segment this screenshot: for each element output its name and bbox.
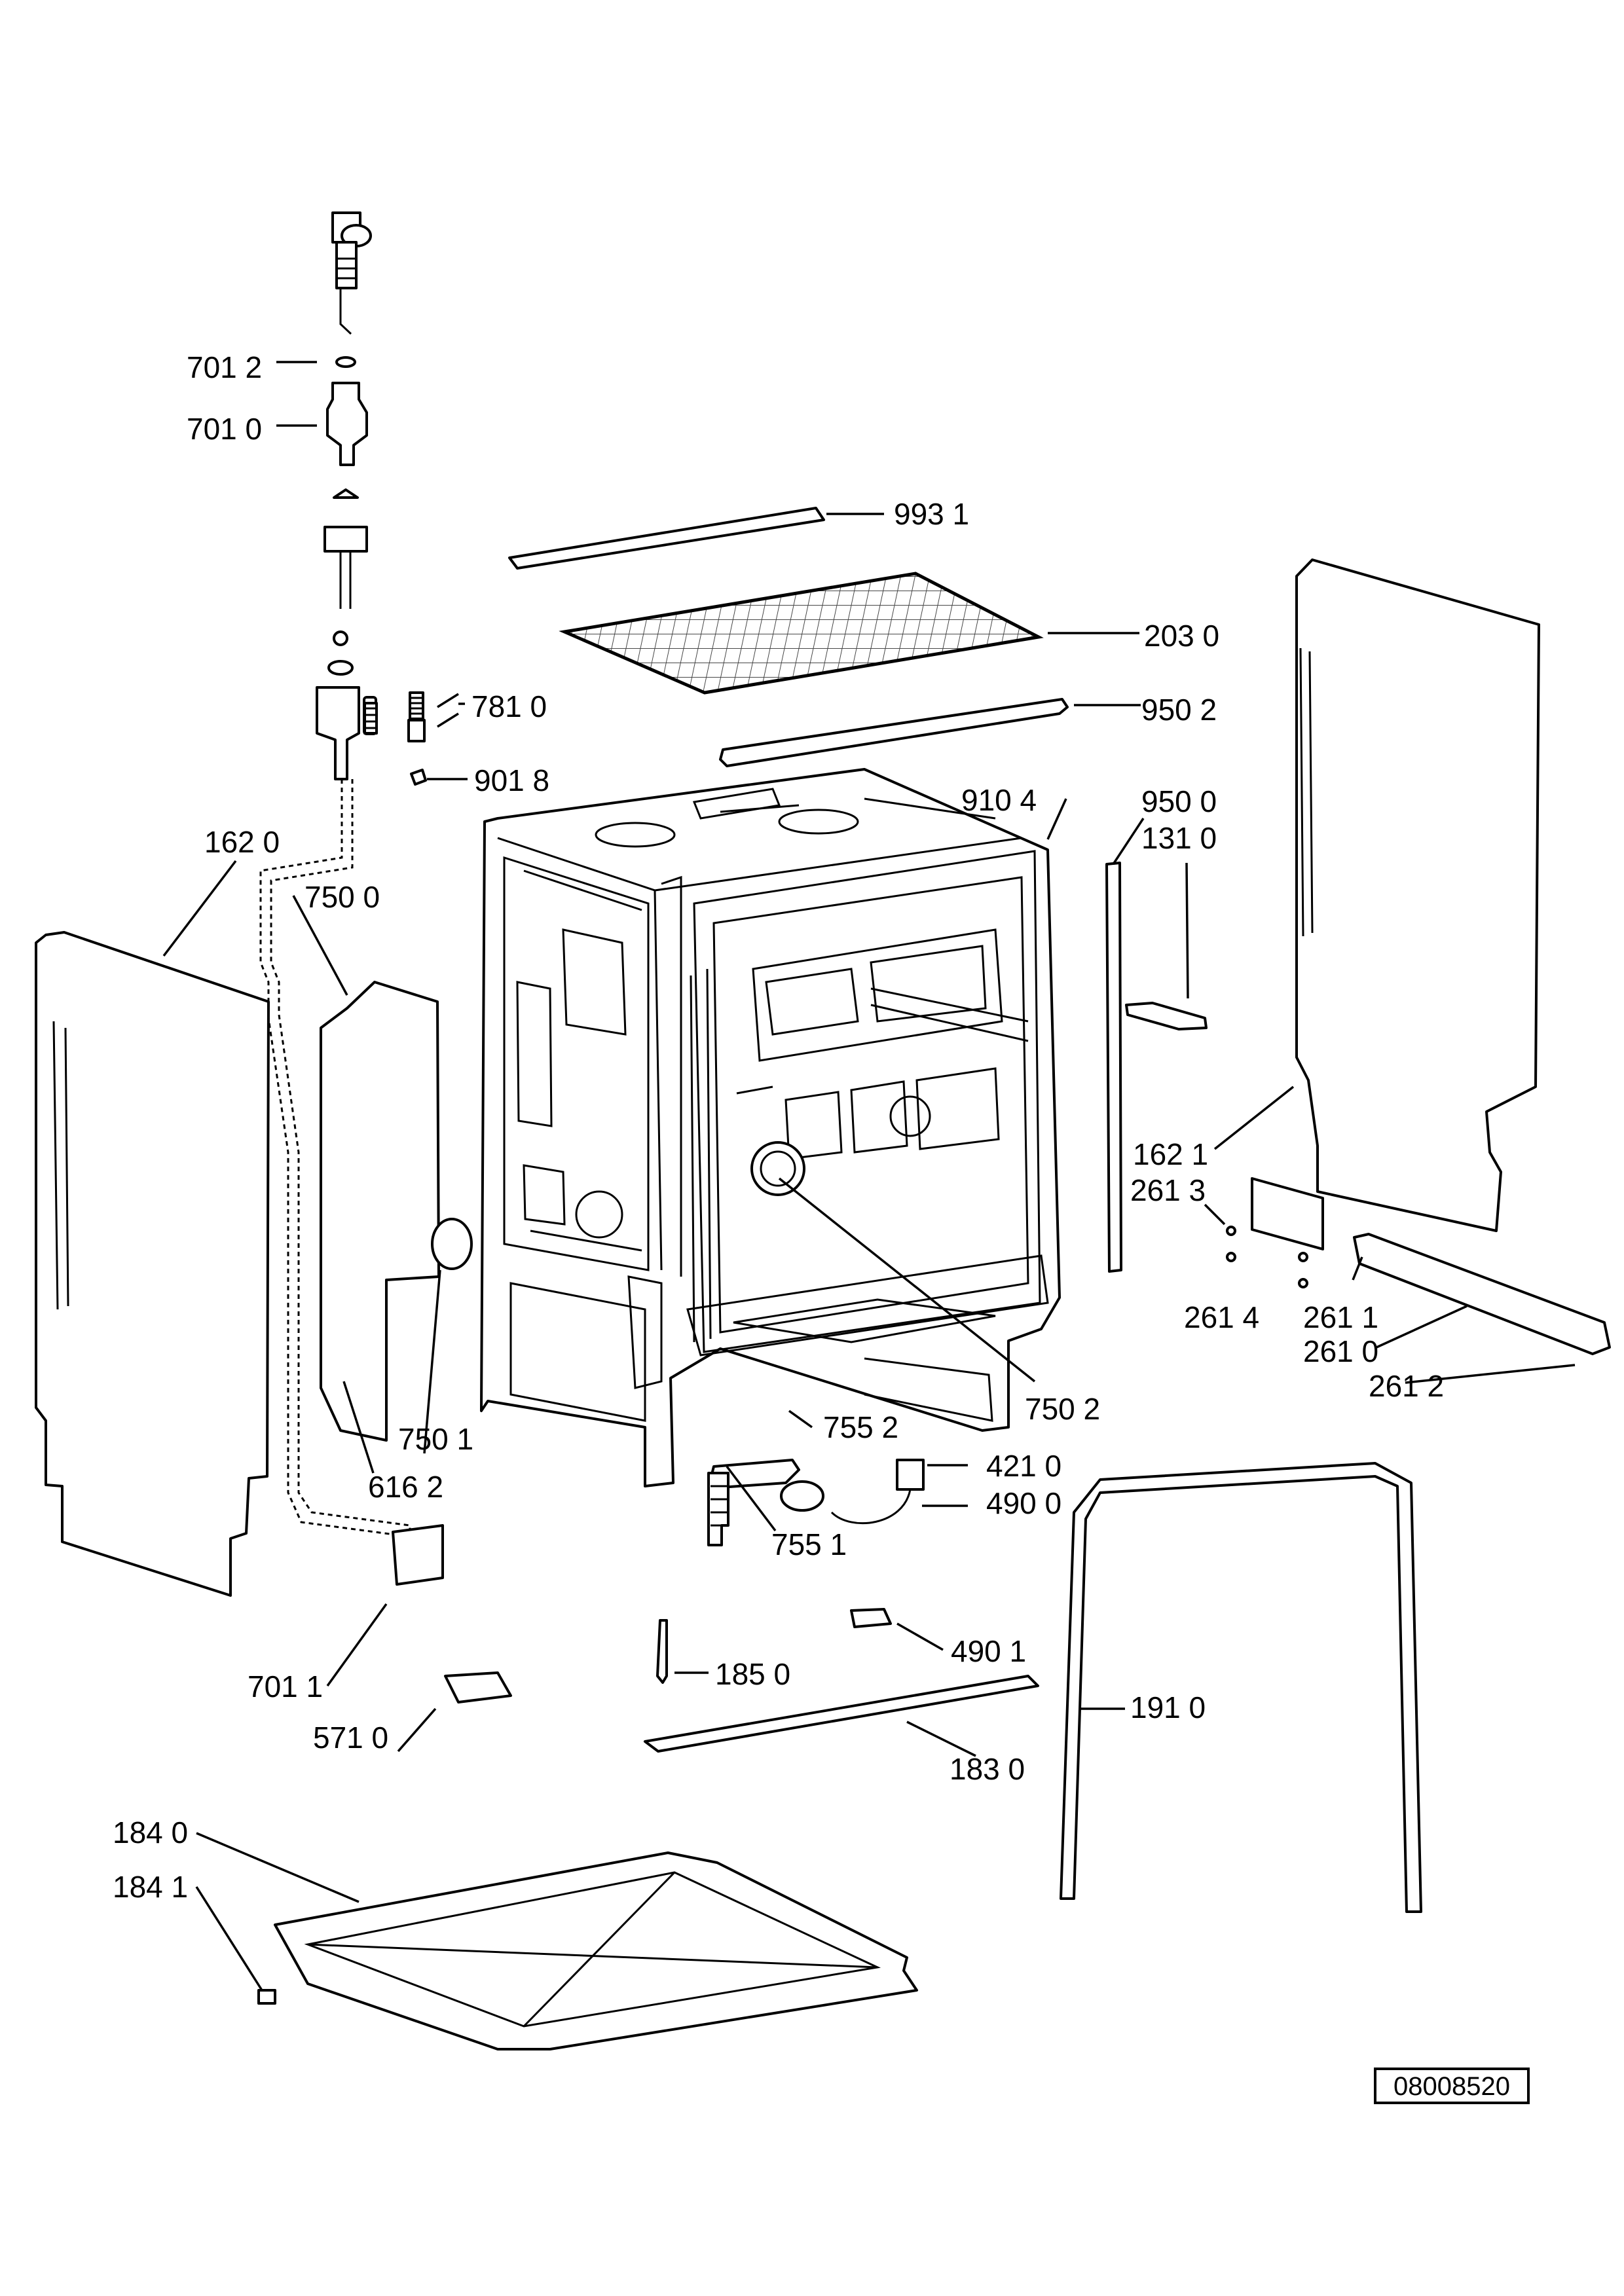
inner-shield-7500 — [320, 981, 440, 1442]
pump-5710 — [444, 1671, 512, 1704]
label-1910: 191 0 — [1130, 1690, 1206, 1724]
label-7501: 750 1 — [398, 1422, 473, 1456]
clip-4901 — [850, 1608, 892, 1628]
valve-7011 — [392, 1524, 444, 1586]
leader-lines — [162, 361, 1576, 1991]
label-1840: 184 0 — [113, 1815, 188, 1850]
label-1841: 184 1 — [113, 1870, 188, 1904]
label-9931: 993 1 — [894, 497, 969, 531]
spring-7551 — [707, 1472, 729, 1546]
label-4901: 490 1 — [951, 1634, 1026, 1668]
base-tray-1840 — [274, 1851, 918, 2050]
inlet-hose-assembly — [316, 211, 377, 780]
label-1830: 183 0 — [950, 1752, 1025, 1786]
label-2030: 203 0 — [1144, 619, 1219, 653]
label-7500: 750 0 — [304, 880, 380, 914]
bracket-1310 — [1125, 1002, 1208, 1030]
label-1620: 162 0 — [204, 825, 280, 859]
side-panel-left-1620 — [35, 931, 270, 1597]
strip-9500 — [1105, 862, 1122, 1273]
top-grid-panel-2030 — [559, 572, 1044, 695]
label-1310: 131 0 — [1141, 821, 1217, 855]
label-7502: 750 2 — [1025, 1392, 1100, 1426]
label-7012: 701 2 — [187, 350, 262, 384]
base-strip-1830 — [644, 1675, 1039, 1753]
label-2611: 261 1 — [1303, 1300, 1378, 1334]
label-7011: 701 1 — [248, 1669, 323, 1704]
door-seal-1910 — [1060, 1462, 1422, 1913]
hinge-arm-2610 — [1353, 1233, 1611, 1355]
label-2614: 261 4 — [1184, 1300, 1259, 1334]
label-1850: 185 0 — [715, 1657, 790, 1691]
top-strip-9502 — [719, 698, 1069, 767]
label-2612: 261 2 — [1369, 1369, 1444, 1403]
label-7010: 701 0 — [187, 412, 262, 446]
part-labels: 701 2 701 0 993 1 203 0 781 0 950 2 901 … — [113, 350, 1444, 1904]
label-2610: 261 0 — [1303, 1334, 1378, 1368]
spring-parts — [363, 691, 427, 786]
label-9502: 950 2 — [1141, 693, 1217, 727]
tub-frame — [480, 768, 1061, 1487]
label-2613: 261 3 — [1130, 1173, 1206, 1207]
hinge-plate-2614 — [1251, 1177, 1324, 1250]
label-9018: 901 8 — [474, 763, 549, 797]
label-6162: 616 2 — [368, 1470, 443, 1504]
rod-1850 — [656, 1619, 668, 1684]
document-code: 08008520 — [1393, 2072, 1510, 2101]
label-9104: 910 4 — [961, 783, 1037, 817]
label-7551: 755 1 — [771, 1527, 847, 1561]
sensor-4210 — [896, 1459, 925, 1491]
label-4900: 490 0 — [986, 1486, 1061, 1520]
label-7552: 755 2 — [823, 1410, 898, 1444]
label-9500: 950 0 — [1141, 784, 1217, 818]
label-1621: 162 1 — [1133, 1137, 1208, 1171]
foot-1841 — [257, 1989, 276, 2005]
label-7810: 781 0 — [471, 689, 547, 723]
gasket-ring-7501 — [431, 1218, 473, 1270]
cover-sheet-9931 — [508, 507, 825, 570]
label-5710: 571 0 — [313, 1721, 388, 1755]
side-panel-right-1621 — [1295, 558, 1540, 1232]
label-4210: 421 0 — [986, 1449, 1061, 1483]
cable-4900 — [830, 1489, 912, 1525]
document-code-box: 08008520 — [1374, 2068, 1530, 2104]
